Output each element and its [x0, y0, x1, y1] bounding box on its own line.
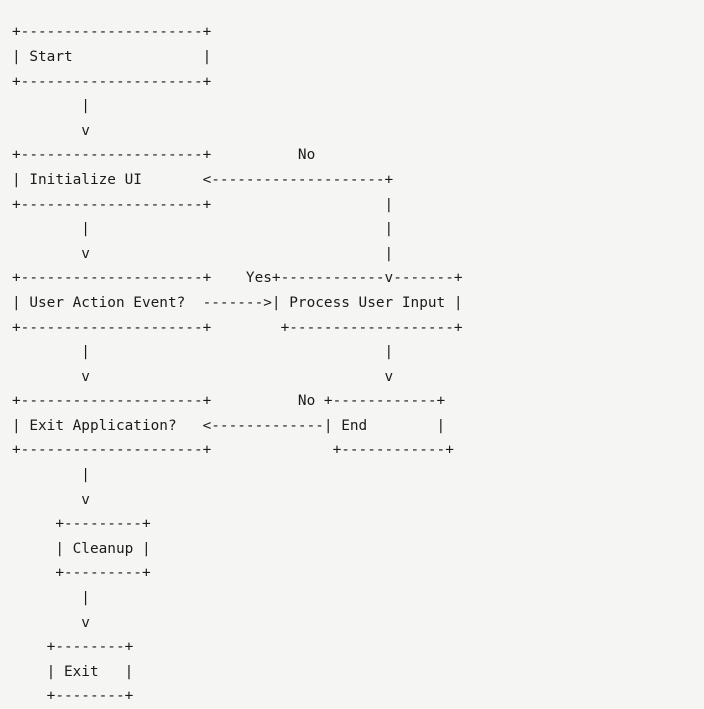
ascii-flowchart: +---------------------+ | Start | +-----…: [12, 24, 463, 705]
